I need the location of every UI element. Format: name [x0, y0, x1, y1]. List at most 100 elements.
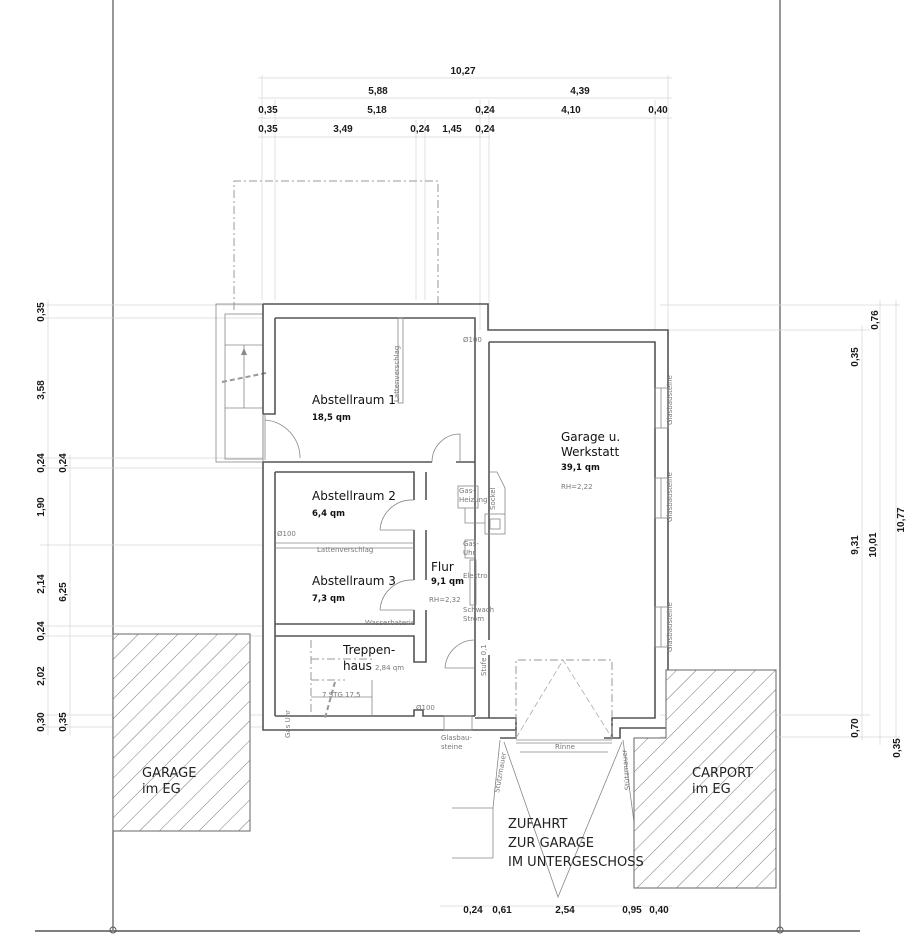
svg-text:Rinne: Rinne [555, 743, 575, 751]
svg-text:1,45: 1,45 [442, 124, 462, 135]
svg-text:RH=2,22: RH=2,22 [561, 483, 593, 491]
svg-text:Abstellraum 2: Abstellraum 2 [312, 489, 396, 503]
room-garage-werkstatt: Garage u. Werkstatt 39,1 qm RH=2,22 [561, 430, 620, 491]
svg-text:0,95: 0,95 [622, 905, 642, 916]
label-garage-eg: GARAGE im EG [142, 766, 196, 797]
svg-text:2,14: 2,14 [36, 574, 47, 594]
svg-text:0,35: 0,35 [58, 712, 69, 732]
svg-text:0,76: 0,76 [870, 310, 881, 330]
svg-text:0,30: 0,30 [36, 712, 47, 732]
dimensions-top: 10,27 5,88 4,39 0,35 5,18 0,24 4,10 0,40… [258, 66, 668, 135]
svg-text:haus: haus [343, 659, 372, 673]
svg-text:Lattenverschlag: Lattenverschlag [393, 346, 401, 402]
svg-text:0,24: 0,24 [475, 124, 495, 135]
svg-text:Flur: Flur [431, 560, 454, 574]
svg-text:Garage u.: Garage u. [561, 430, 620, 444]
garage-door [515, 659, 613, 753]
glass-block-windows [443, 387, 669, 731]
svg-text:Schwach: Schwach [463, 606, 494, 614]
dimensions-right: 0,35 9,31 0,70 10,01 0,76 10,77 0,35 [850, 310, 907, 758]
svg-text:10,01: 10,01 [868, 532, 879, 557]
svg-text:ZUFAHRT: ZUFAHRT [508, 817, 567, 832]
label-zufahrt: ZUFAHRT ZUR GARAGE IM UNTERGESCHOSS [508, 817, 644, 870]
svg-text:9,1 qm: 9,1 qm [431, 577, 464, 587]
svg-text:Abstellraum 3: Abstellraum 3 [312, 574, 396, 588]
svg-text:0,40: 0,40 [649, 905, 669, 916]
svg-text:Strom: Strom [463, 615, 484, 623]
svg-text:4,39: 4,39 [570, 86, 590, 97]
svg-text:Glasbausteine: Glasbausteine [666, 375, 674, 425]
svg-text:4,10: 4,10 [561, 105, 581, 116]
svg-text:Elektro: Elektro [463, 572, 487, 580]
svg-text:Ø100: Ø100 [416, 704, 435, 712]
svg-text:Glasbausteine: Glasbausteine [666, 602, 674, 652]
dimensions-left: 0,35 3,58 0,24 1,90 2,14 0,24 2,02 0,30 … [36, 302, 69, 732]
svg-text:Uhr: Uhr [463, 549, 476, 557]
svg-text:0,35: 0,35 [258, 124, 278, 135]
svg-text:6,25: 6,25 [58, 582, 69, 602]
upper-floor-outline [233, 180, 439, 310]
svg-text:0,24: 0,24 [475, 105, 495, 116]
svg-text:RH=2,32: RH=2,32 [429, 596, 461, 604]
svg-text:39,1 qm: 39,1 qm [561, 463, 600, 473]
building-walls [262, 303, 669, 739]
svg-text:Abstellraum 1: Abstellraum 1 [312, 393, 396, 407]
svg-text:5,88: 5,88 [368, 86, 388, 97]
annotations: Lattenverschlag Lattenverschlag Ø100 Ø10… [277, 336, 674, 793]
room-abstellraum-3: Abstellraum 3 7,3 qm [312, 574, 396, 604]
svg-text:9,31: 9,31 [850, 535, 861, 555]
svg-text:0,24: 0,24 [36, 453, 47, 473]
svg-text:Heizung: Heizung [459, 496, 488, 504]
svg-text:Stützmauer: Stützmauer [493, 752, 508, 794]
svg-text:Ø100: Ø100 [463, 336, 482, 344]
svg-text:CARPORT: CARPORT [692, 766, 753, 781]
svg-text:10,77: 10,77 [896, 507, 907, 532]
room-flur: Flur 9,1 qm RH=2,32 [429, 560, 464, 604]
svg-text:Gas-: Gas- [463, 540, 479, 548]
svg-text:Glasbausteine: Glasbausteine [666, 472, 674, 522]
svg-text:IM UNTERGESCHOSS: IM UNTERGESCHOSS [508, 855, 644, 870]
svg-text:im EG: im EG [692, 782, 731, 797]
svg-text:0,35: 0,35 [892, 738, 903, 758]
svg-text:Wasserbaterie: Wasserbaterie [365, 619, 415, 627]
svg-text:steine: steine [441, 743, 462, 751]
svg-text:0,35: 0,35 [36, 302, 47, 322]
svg-text:0,24: 0,24 [463, 905, 483, 916]
svg-text:0,24: 0,24 [410, 124, 430, 135]
svg-text:0,61: 0,61 [492, 905, 512, 916]
svg-text:2,54: 2,54 [555, 905, 575, 916]
svg-text:Stützmauer: Stützmauer [620, 749, 632, 790]
svg-text:3,49: 3,49 [333, 124, 353, 135]
svg-text:18,5 qm: 18,5 qm [312, 413, 351, 423]
exterior-stair [215, 303, 267, 463]
svg-text:2,84 qm: 2,84 qm [375, 664, 404, 672]
garage-eg-area [112, 633, 251, 832]
svg-text:0,70: 0,70 [850, 718, 861, 738]
driveway [452, 739, 635, 899]
svg-text:Werkstatt: Werkstatt [561, 445, 619, 459]
svg-text:GARAGE: GARAGE [142, 766, 196, 781]
svg-text:Glasbau-: Glasbau- [441, 734, 472, 742]
svg-text:0,35: 0,35 [850, 347, 861, 367]
svg-text:2,02: 2,02 [36, 666, 47, 686]
chimney-and-utilities [457, 471, 506, 606]
label-carport-eg: CARPORT im EG [692, 766, 753, 797]
svg-text:3,58: 3,58 [36, 380, 47, 400]
svg-text:0,40: 0,40 [648, 105, 668, 116]
svg-text:Treppen-: Treppen- [342, 643, 395, 657]
svg-text:10,27: 10,27 [450, 66, 475, 77]
room-abstellraum-2: Abstellraum 2 6,4 qm [312, 489, 396, 519]
svg-text:0,24: 0,24 [58, 453, 69, 473]
svg-text:0,35: 0,35 [258, 105, 278, 116]
svg-text:0,24: 0,24 [36, 621, 47, 641]
svg-text:im EG: im EG [142, 782, 181, 797]
svg-text:Ø100: Ø100 [277, 530, 296, 538]
dimensions-bottom: 0,24 0,61 2,54 0,95 0,40 [463, 905, 669, 916]
svg-text:Lattenverschlag: Lattenverschlag [317, 546, 373, 554]
svg-text:7,3 qm: 7,3 qm [312, 594, 345, 604]
svg-text:ZUR GARAGE: ZUR GARAGE [508, 836, 594, 851]
carport-area [633, 669, 777, 889]
svg-text:7 STG 17,5: 7 STG 17,5 [322, 691, 361, 699]
svg-text:1,90: 1,90 [36, 497, 47, 517]
